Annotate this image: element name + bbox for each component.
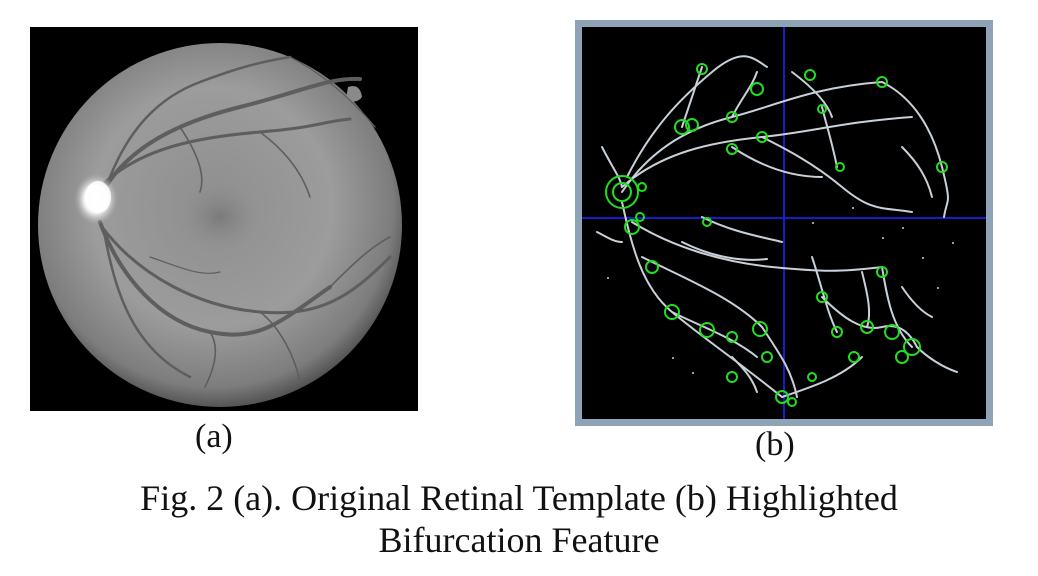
- noise-speckles: [607, 207, 954, 374]
- subfigure-label-b: (b): [755, 426, 795, 463]
- subfigure-label-a: (a): [195, 418, 233, 455]
- macula-area: [180, 183, 260, 251]
- retina-fundus-graphic: [30, 27, 418, 411]
- original-retina-image: [30, 27, 418, 411]
- figure-caption: Fig. 2 (a). Original Retinal Template (b…: [0, 477, 1038, 561]
- caption-line-2: Bifurcation Feature: [378, 520, 660, 560]
- bifurcation-feature-image: [575, 20, 993, 426]
- vessel-skeleton-graphic: [582, 27, 986, 419]
- vessel-network: [98, 55, 392, 388]
- bifurcation-markers: [605, 63, 948, 407]
- vessel-skeleton: [596, 55, 958, 398]
- crosshair-axes: [582, 27, 986, 419]
- caption-line-1: Fig. 2 (a). Original Retinal Template (b…: [140, 478, 898, 518]
